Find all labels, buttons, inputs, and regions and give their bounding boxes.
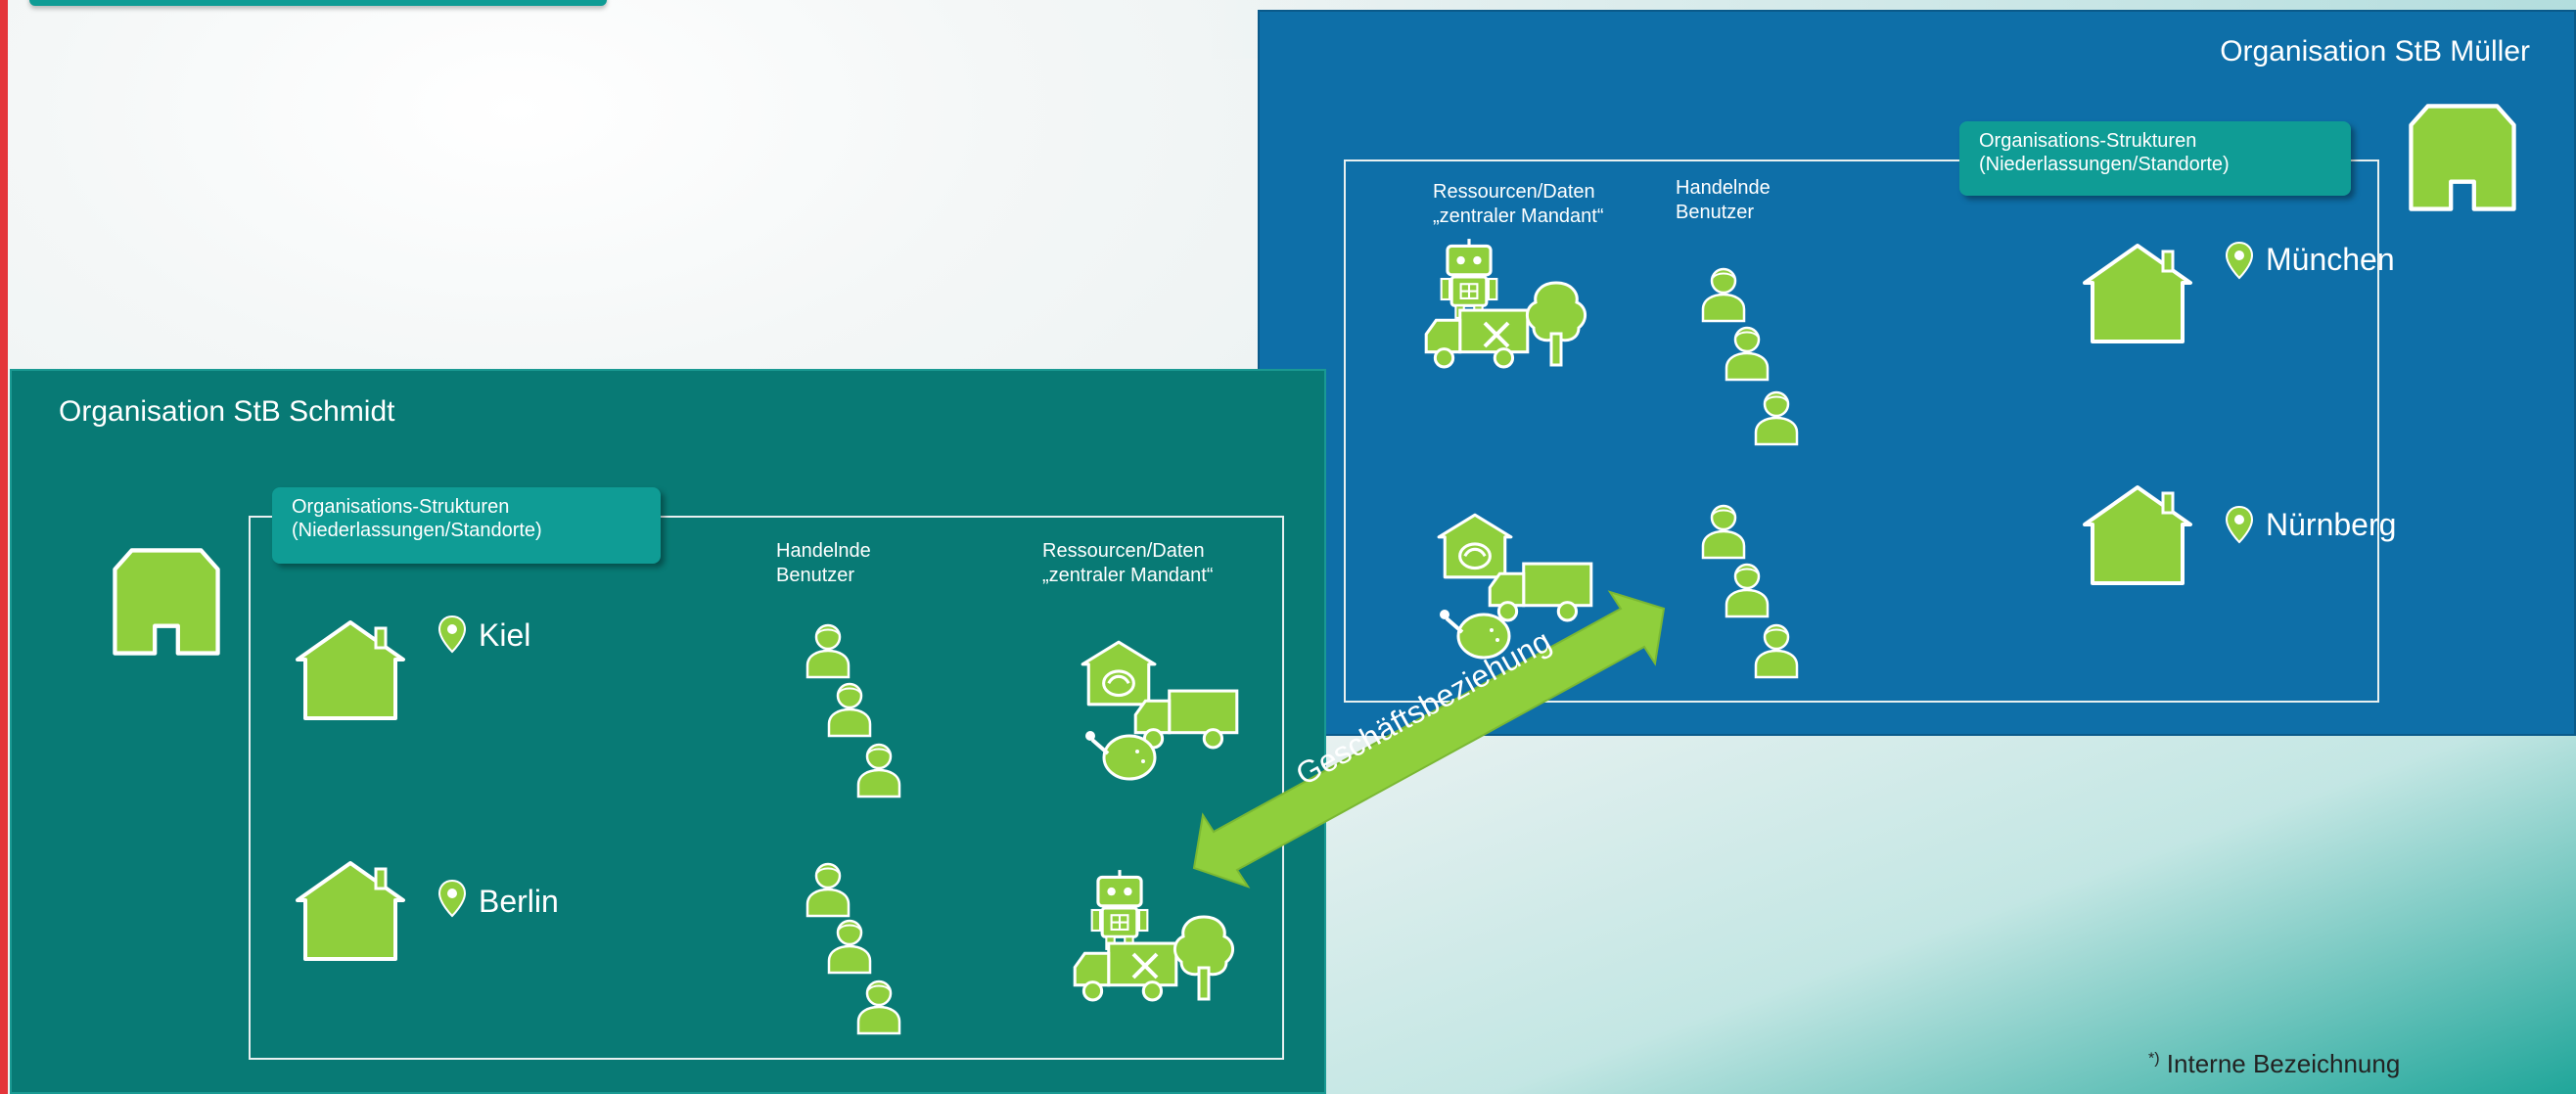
top-chip: [29, 0, 607, 6]
location-label-muenchen: München: [2266, 242, 2395, 277]
mueller-users-label: Handelnde Benutzer: [1676, 177, 1771, 223]
org-mueller-panel: Organisation StB Müller: [1258, 10, 2576, 736]
mueller-structures-frame: [1344, 160, 2379, 703]
mueller-structures-label: Organisations-Strukturen (Niederlassunge…: [1959, 121, 2351, 196]
schmidt-structures-frame: [249, 516, 1284, 1060]
footnote-text: Interne Bezeichnung: [2166, 1049, 2401, 1078]
mueller-resources-label: Ressourcen/Daten „zentraler Mandant“: [1433, 181, 1604, 227]
location-label-nuernberg: Nürnberg: [2266, 507, 2397, 542]
org-mueller-title: Organisation StB Müller: [2220, 35, 2530, 68]
org-schmidt-title: Organisation StB Schmidt: [59, 395, 395, 428]
footnote-marker: *): [2148, 1050, 2160, 1068]
schmidt-structures-label: Organisations-Strukturen (Niederlassunge…: [272, 487, 661, 564]
schmidt-resources-label: Ressourcen/Daten „zentraler Mandant“: [1042, 540, 1214, 586]
location-label-berlin: Berlin: [479, 884, 559, 919]
footnote: *) Interne Bezeichnung: [2148, 1049, 2400, 1079]
location-label-kiel: Kiel: [479, 617, 531, 653]
schmidt-users-label: Handelnde Benutzer: [776, 540, 871, 586]
left-accent-bar: [0, 0, 8, 1094]
